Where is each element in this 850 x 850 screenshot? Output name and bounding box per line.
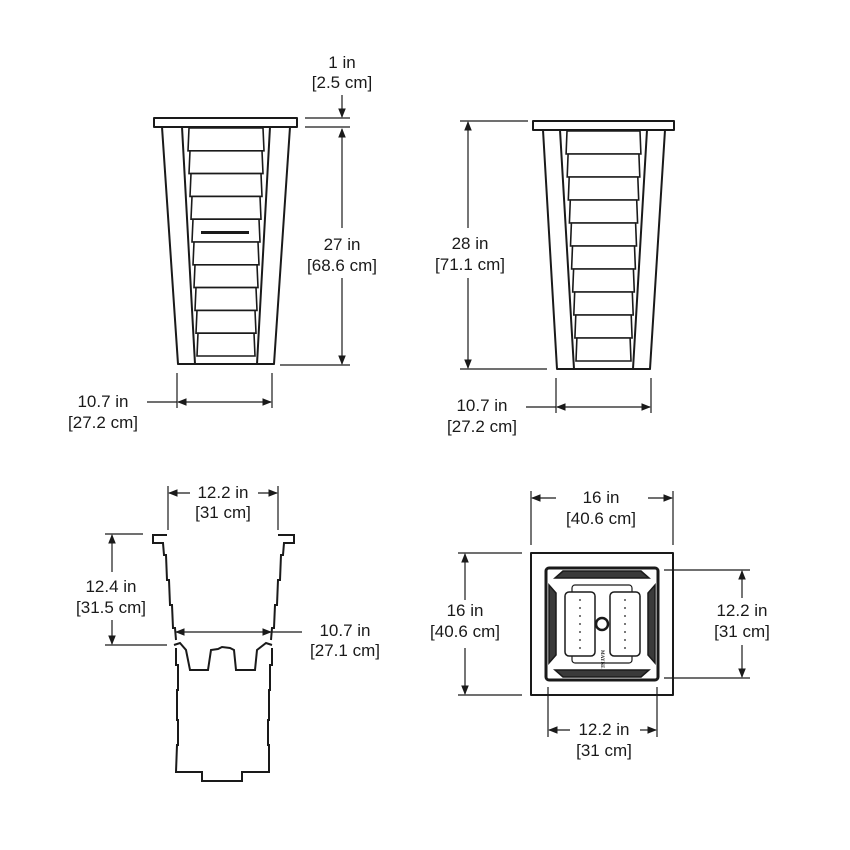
top-outer-depth-dimension: 16 in [40.6 cm] [430, 552, 522, 696]
cross-top-width-dimension: 12.2 in [31 cm] [167, 483, 279, 530]
grate-hole [579, 615, 581, 617]
slat [575, 337, 632, 362]
front-view [153, 117, 298, 365]
top-inner-depth-dimension: 12.2 in [31 cm] [664, 569, 770, 679]
insert-left-wall [152, 534, 177, 641]
cross-depth-dimension: 12.4 in [31.5 cm] [76, 533, 167, 646]
top-inner-width-dimension: 12.2 in [31 cm] [547, 687, 658, 760]
side-slats [565, 130, 642, 362]
grate-hole [624, 615, 626, 617]
slat [187, 127, 265, 152]
cross-top-width-cm: [31 cm] [195, 503, 251, 522]
grate-hole [579, 599, 581, 601]
grate-hole [579, 631, 581, 633]
side-height-in: 28 in [452, 234, 489, 253]
slat [195, 309, 257, 334]
slat [572, 291, 635, 316]
lower-planter-wall [174, 648, 273, 782]
slat [574, 314, 633, 339]
grate-hole [579, 623, 581, 625]
front-width-in: 10.7 in [77, 392, 128, 411]
top-edge-bottom [553, 669, 651, 678]
slat [192, 241, 260, 266]
cross-top-width-in: 12.2 in [197, 483, 248, 502]
cross-depth-cm: [31.5 cm] [76, 598, 146, 617]
cross-depth-in: 12.4 in [85, 577, 136, 596]
slat [571, 268, 636, 293]
slat [568, 199, 639, 224]
top-edge-left [548, 583, 557, 665]
brand-mark: MAYNE [599, 650, 604, 669]
slat [188, 150, 264, 175]
grate-hole [624, 623, 626, 625]
slat [193, 264, 259, 289]
top-inner-width-cm: [31 cm] [576, 741, 632, 760]
slat [569, 222, 638, 247]
grate-hole [579, 639, 581, 641]
top-outer-depth-cm: [40.6 cm] [430, 622, 500, 641]
slat [194, 286, 258, 312]
insert-right-wall [270, 534, 295, 641]
top-edge-right [647, 583, 656, 665]
grate-hole [579, 607, 581, 609]
side-width-in: 10.7 in [456, 396, 507, 415]
front-rim [153, 117, 298, 128]
cross-section-view [152, 534, 295, 782]
top-view: MAYNE [530, 552, 674, 696]
slat [570, 245, 637, 270]
cross-bottom-width-in: 10.7 in [319, 621, 370, 640]
side-height-dimension: 28 in [71.1 cm] [435, 120, 547, 370]
grate-hole [579, 647, 581, 649]
slat [567, 176, 640, 201]
top-edge-top [553, 570, 651, 579]
slat [566, 153, 641, 178]
top-drain-hole [594, 616, 610, 632]
top-outer-depth-in: 16 in [447, 601, 484, 620]
front-slats [187, 127, 265, 357]
front-rim-cm: [2.5 cm] [312, 73, 372, 92]
grate-holes [579, 599, 626, 649]
insert-bottom-profile [173, 641, 273, 671]
side-view [532, 120, 675, 370]
slat [565, 130, 642, 155]
front-width-dimension: 10.7 in [27.2 cm] [68, 373, 273, 432]
slat [191, 218, 261, 243]
front-rim-in: 1 in [328, 53, 355, 72]
top-outer-width-dimension: 16 in [40.6 cm] [530, 488, 674, 545]
slat [190, 195, 262, 220]
grate-hole [624, 607, 626, 609]
front-width-cm: [27.2 cm] [68, 413, 138, 432]
slat [189, 172, 263, 198]
slat [196, 332, 256, 357]
side-width-dimension: 10.7 in [27.2 cm] [447, 378, 652, 436]
top-outer-width-in: 16 in [583, 488, 620, 507]
front-handle [201, 231, 249, 234]
top-inner-depth-cm: [31 cm] [714, 622, 770, 641]
cross-bottom-width-dimension: 10.7 in [27.1 cm] [175, 621, 380, 660]
cross-bottom-width-cm: [27.1 cm] [310, 641, 380, 660]
front-height-dimension: 27 in [68.6 cm] [280, 128, 377, 366]
top-inner-width-in: 12.2 in [578, 720, 629, 739]
side-width-cm: [27.2 cm] [447, 417, 517, 436]
top-inner-depth-in: 12.2 in [716, 601, 767, 620]
front-height-cm: [68.6 cm] [307, 256, 377, 275]
side-height-cm: [71.1 cm] [435, 255, 505, 274]
top-outer-width-cm: [40.6 cm] [566, 509, 636, 528]
grate-hole [624, 631, 626, 633]
front-height-in: 27 in [324, 235, 361, 254]
grate-hole [624, 599, 626, 601]
front-rim-dimension: 1 in [2.5 cm] [305, 53, 372, 128]
side-rim [532, 120, 675, 131]
grate-hole [624, 639, 626, 641]
grate-hole [624, 647, 626, 649]
